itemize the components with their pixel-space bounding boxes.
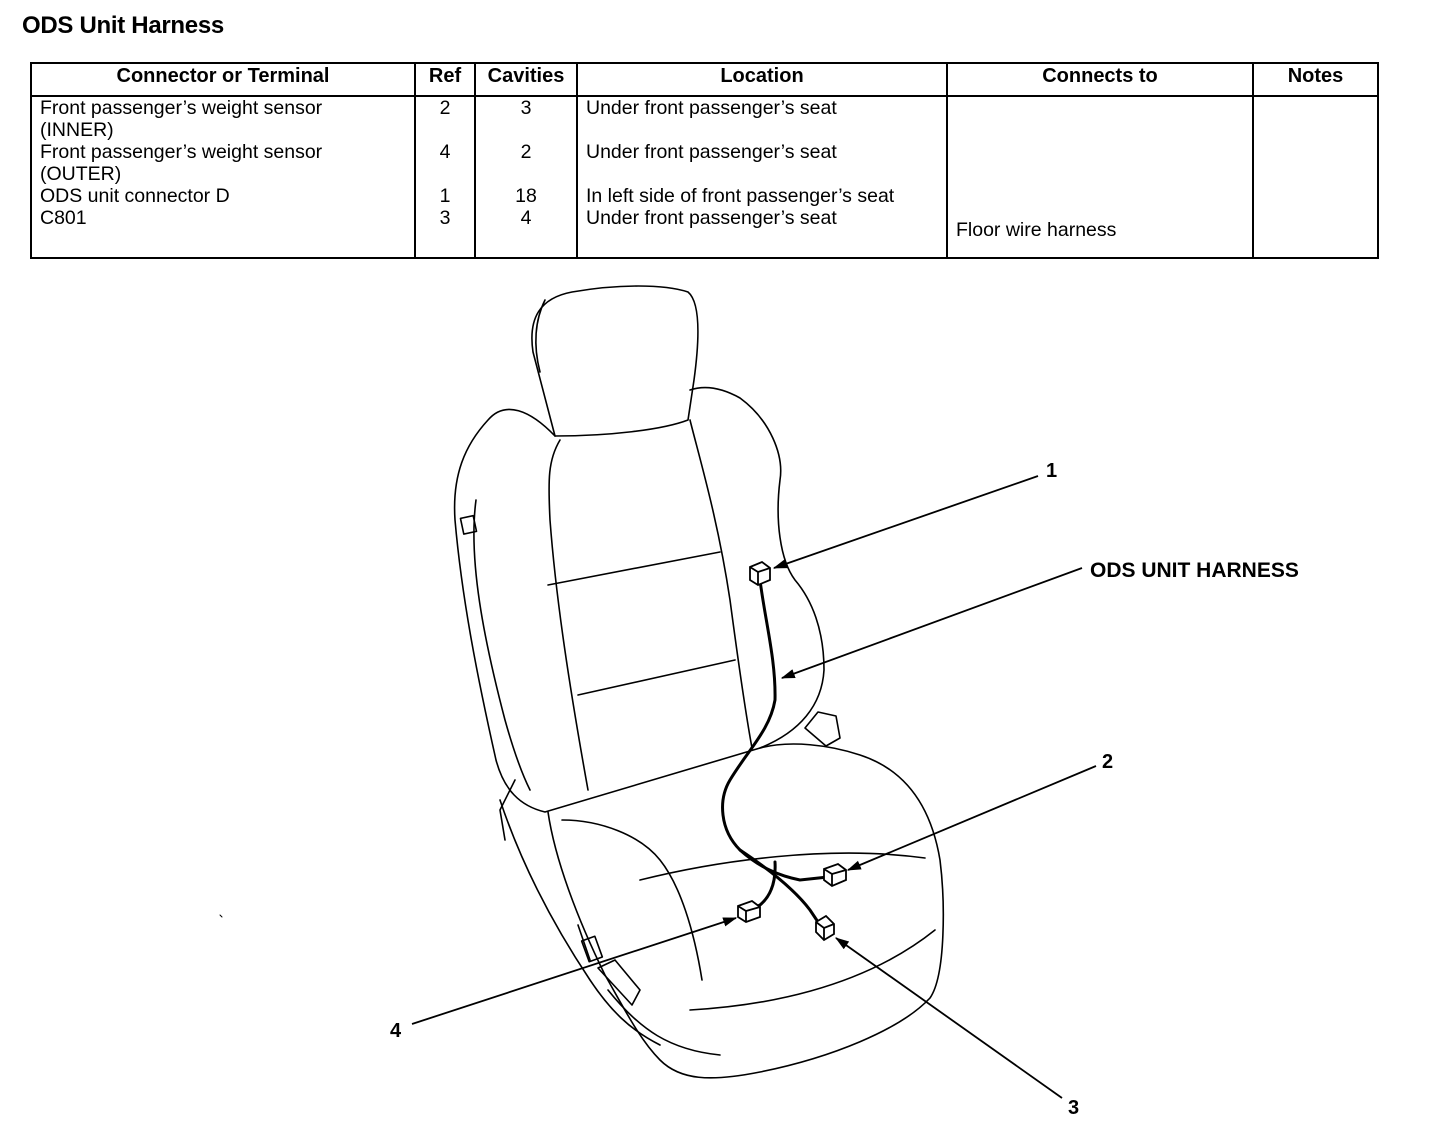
- ref-cell: 1: [414, 185, 476, 207]
- connects-to-cell: [946, 185, 1254, 207]
- notes-cell: [1252, 207, 1379, 259]
- location-cell: Under front passenger’s seat: [576, 141, 948, 185]
- ref-cell: 3: [414, 207, 476, 259]
- leader-line-3: [835, 937, 1063, 1099]
- connector-cell: C801: [30, 207, 416, 259]
- ref-cell: 2: [414, 96, 476, 141]
- notes-cell: [1252, 141, 1379, 185]
- callout-4: 4: [390, 1020, 402, 1042]
- notes-cell: [1252, 185, 1379, 207]
- connector-3-c801: [815, 914, 835, 942]
- leader-line-2: [846, 765, 1097, 871]
- table-row: ODS unit connector D 1 18 In left side o…: [30, 185, 1379, 207]
- callout-1: 1: [1046, 460, 1057, 482]
- location-cell: Under front passenger’s seat: [576, 207, 948, 259]
- connector-table: Connector or Terminal Ref Cavities Locat…: [30, 62, 1379, 259]
- connector-name-suffix: (INNER): [40, 119, 114, 141]
- header-notes: Notes: [1252, 62, 1379, 97]
- header-connector: Connector or Terminal: [30, 62, 416, 97]
- callout-3: 3: [1068, 1097, 1079, 1119]
- ref-cell: 4: [414, 141, 476, 185]
- leader-line-4: [411, 917, 738, 1025]
- location-cell: Under front passenger’s seat: [576, 96, 948, 141]
- connector-cell: ODS unit connector D: [30, 185, 416, 207]
- table-row: C801 3 4 Under front passenger’s seat Fl…: [30, 207, 1379, 259]
- leader-line-1: [772, 475, 1039, 569]
- callout-harness-label: ODS UNIT HARNESS: [1090, 559, 1299, 582]
- cavities-cell: 3: [474, 96, 578, 141]
- connector-2-weight-sensor-inner: [823, 862, 847, 888]
- seat-harness-diagram: 1 ODS UNIT HARNESS 2 3 4: [219, 285, 1299, 1119]
- cavities-cell: 18: [474, 185, 578, 207]
- connector-name: ODS unit connector D: [40, 185, 230, 207]
- header-ref: Ref: [414, 62, 476, 97]
- leader-line-harness: [780, 567, 1083, 679]
- connector-cell: Front passenger’s weight sensor(OUTER): [30, 141, 416, 185]
- connects-to-cell: [946, 141, 1254, 185]
- cavities-cell: 4: [474, 207, 578, 259]
- seat-outline: [219, 285, 945, 1079]
- header-cavities: Cavities: [474, 62, 578, 97]
- header-connects-to: Connects to: [946, 62, 1254, 97]
- headrest: [531, 285, 699, 437]
- notes-cell: [1252, 96, 1379, 141]
- seat-back: [453, 386, 825, 813]
- connector-cell: Front passenger’s weight sensor(INNER): [30, 96, 416, 141]
- connector-name: Front passenger’s weight sensor: [40, 97, 323, 119]
- connector-name: Front passenger’s weight sensor: [40, 141, 323, 163]
- ods-unit-harness-wiring: [721, 578, 830, 930]
- connector-4-weight-sensor-outer: [737, 899, 761, 923]
- callout-2: 2: [1102, 751, 1113, 773]
- header-location: Location: [576, 62, 948, 97]
- table-header-row: Connector or Terminal Ref Cavities Locat…: [30, 62, 1379, 97]
- table-row: Front passenger’s weight sensor(INNER) 2…: [30, 96, 1379, 141]
- connects-to-cell: [946, 96, 1254, 141]
- location-cell: In left side of front passenger’s seat: [576, 185, 948, 207]
- connects-to-cell: Floor wire harness: [946, 207, 1254, 259]
- connector-1-ods-unit-d: [749, 560, 771, 587]
- connector-name-suffix: (OUTER): [40, 163, 122, 185]
- table-row: Front passenger’s weight sensor(OUTER) 4…: [30, 141, 1379, 185]
- connector-name: C801: [40, 207, 87, 229]
- cavities-cell: 2: [474, 141, 578, 185]
- page-title: ODS Unit Harness: [22, 12, 224, 39]
